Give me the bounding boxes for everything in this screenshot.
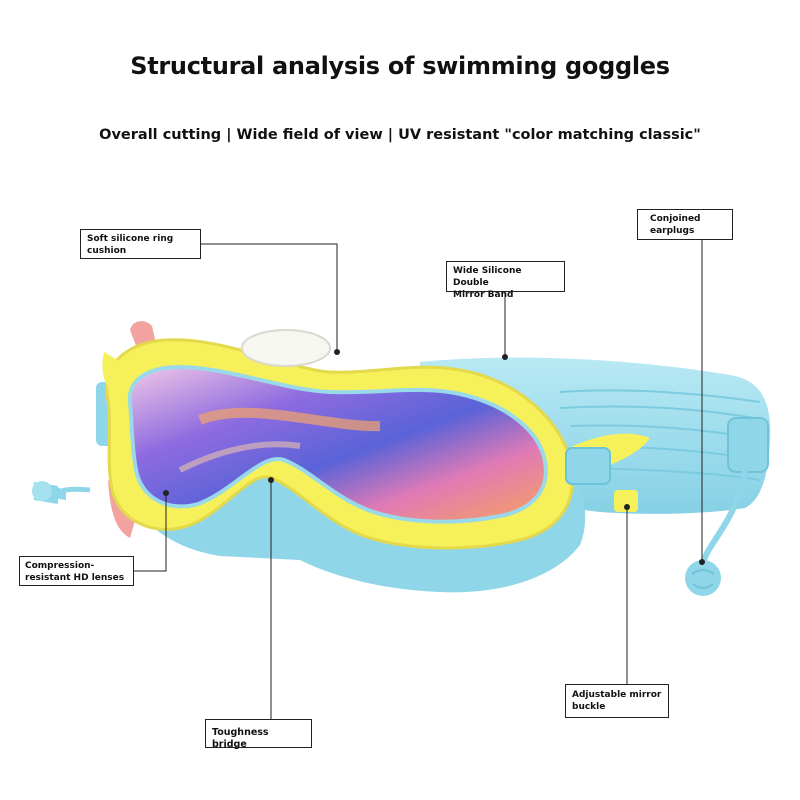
callout-mirror-band: Wide Silicone Double Mirror Band <box>446 261 565 300</box>
callout-hd-lenses: Compression- resistant HD lenses <box>19 556 134 586</box>
hd-lens <box>127 365 548 524</box>
callout-lines <box>134 240 703 719</box>
callout-earplugs: Conjoined earplugs <box>637 209 733 240</box>
silicone-cushion <box>241 329 331 367</box>
right-earplug <box>685 469 748 596</box>
callout-dots <box>163 349 705 565</box>
page-subtitle: Overall cutting | Wide field of view | U… <box>99 127 701 143</box>
callout-soft-silicone-ring: Soft silicone ring cushion <box>80 229 201 259</box>
adjustable-buckle <box>565 447 611 485</box>
buckle-clip <box>614 490 638 512</box>
page-title: Structural analysis of swimming goggles <box>130 52 670 80</box>
callout-mirror-buckle: Adjustable mirror buckle <box>565 684 669 718</box>
frame-fin-left <box>102 352 128 392</box>
callout-toughness-bridge: Toughness bridge <box>205 719 312 750</box>
lens-reflection <box>198 407 381 432</box>
